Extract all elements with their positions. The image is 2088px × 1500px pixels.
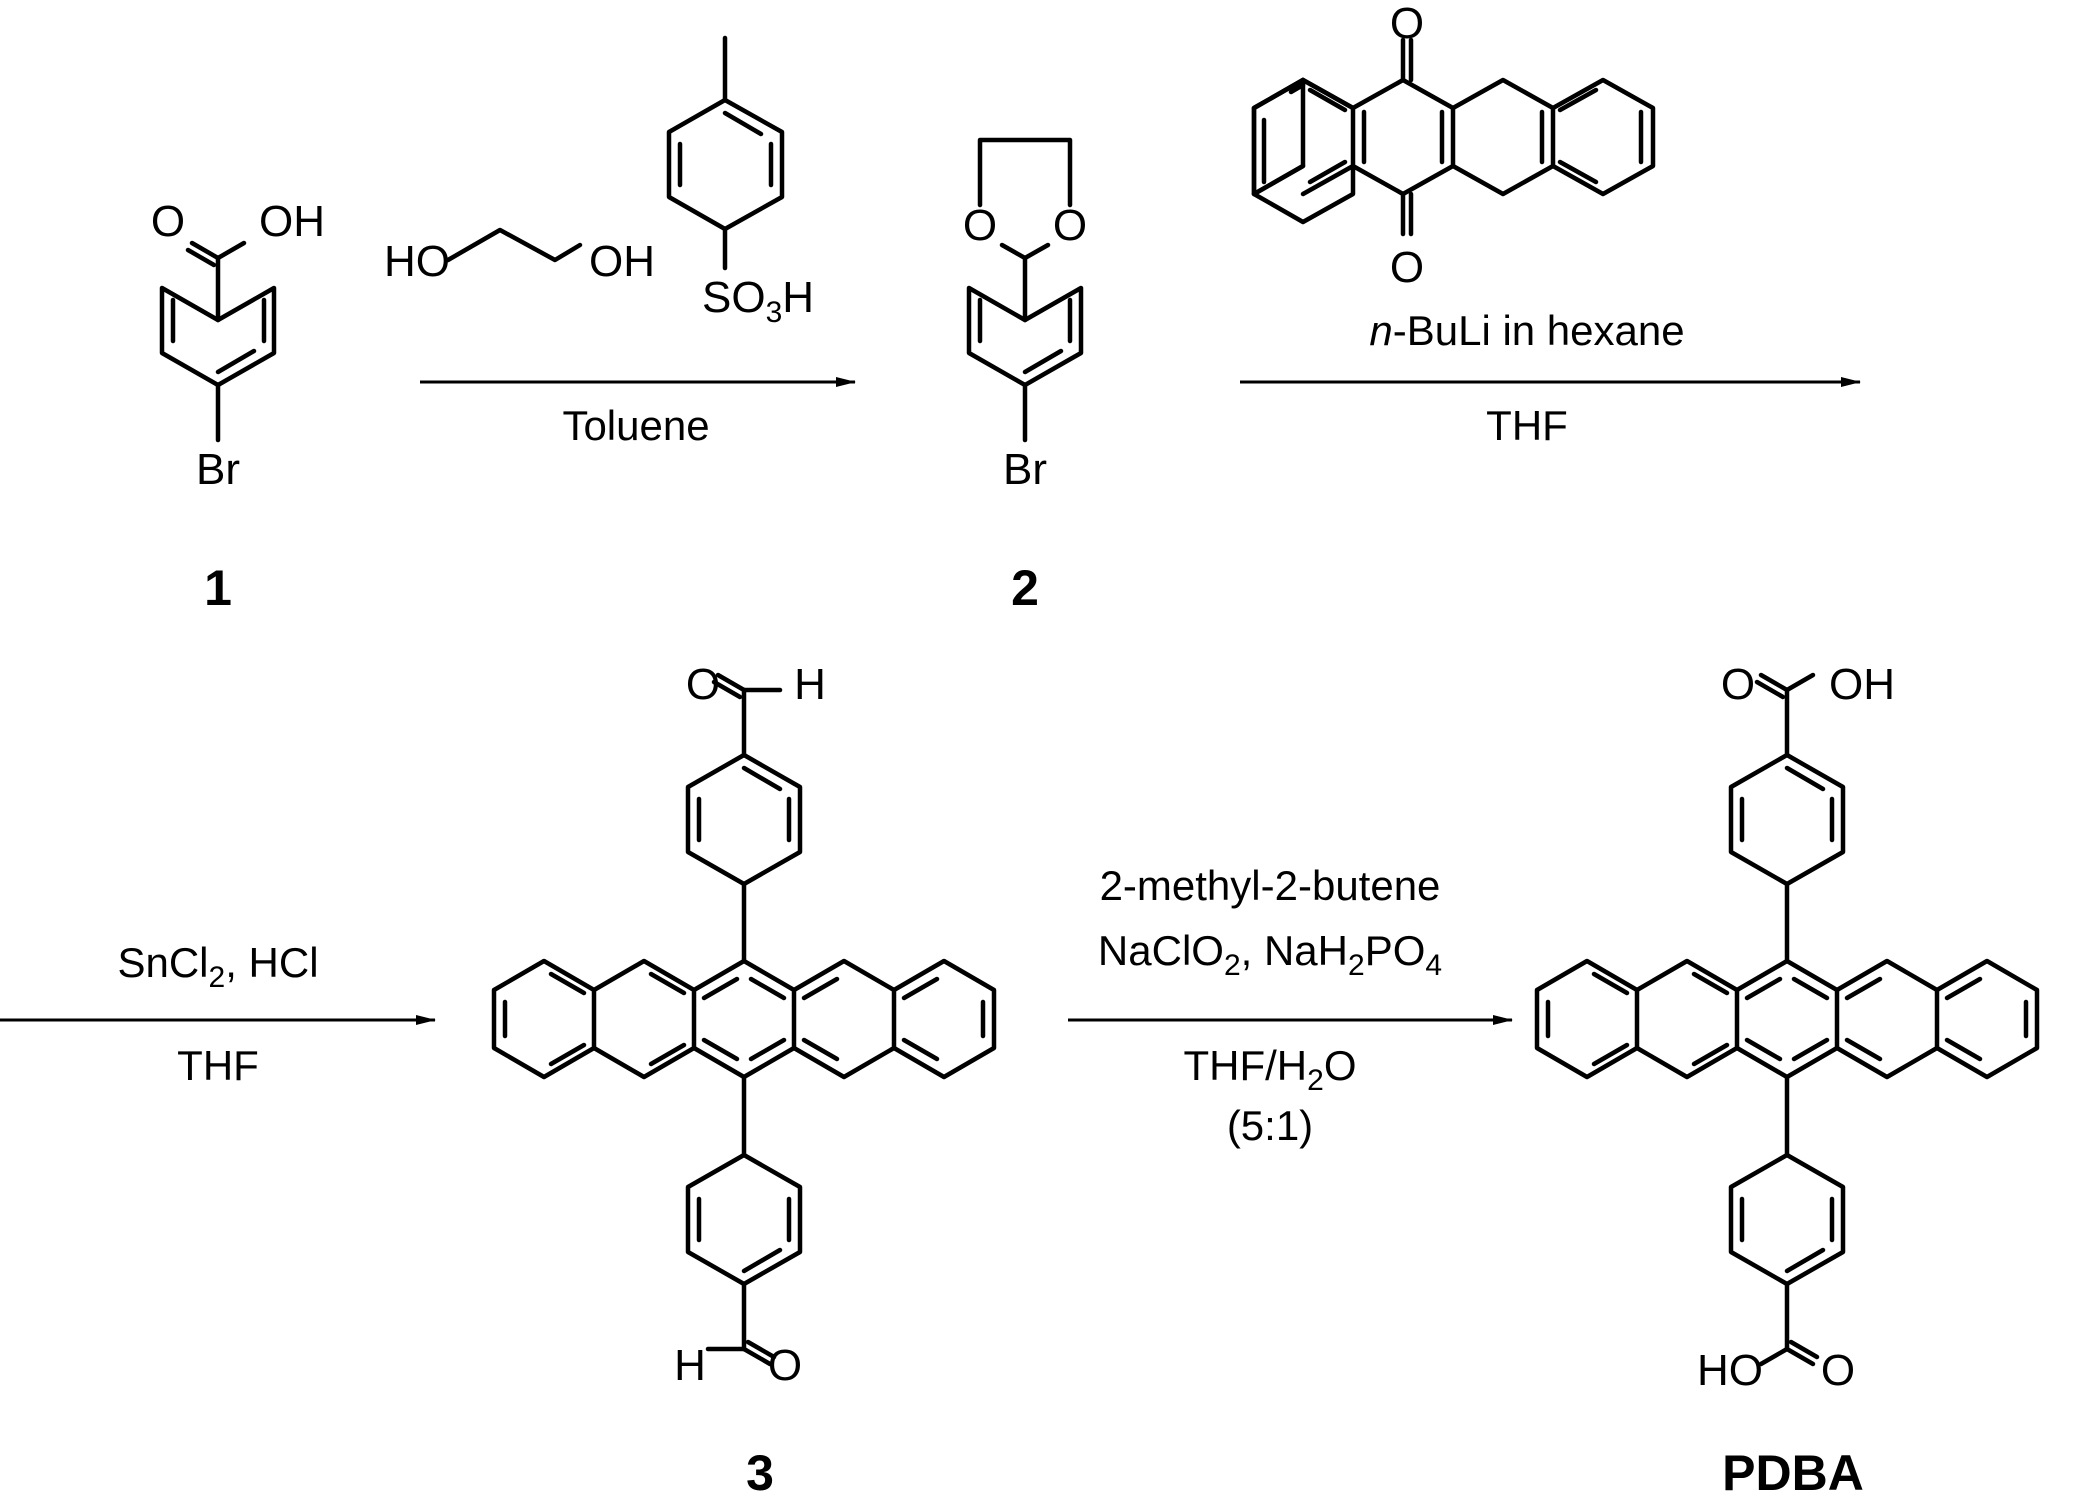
pentacenequinone-structure: O O [1251, 0, 1656, 292]
atom-o: O [151, 197, 185, 246]
atom-o: O [686, 660, 720, 709]
atom-so3h: SO3H [702, 273, 814, 329]
atom-ho: HO [384, 237, 450, 286]
atom-o: O [963, 201, 997, 250]
atom-o: O [1390, 243, 1424, 292]
atom-oh: OH [1829, 660, 1895, 709]
step4-reagent-2: NaClO2, NaH2PO4 [1098, 927, 1442, 982]
pdba-structure: O OH O HO [1534, 660, 2040, 1395]
atom-o: O [1390, 0, 1424, 48]
atom-oh: OH [259, 197, 325, 246]
atom-o: O [768, 1341, 802, 1390]
step3-reagent: SnCl2, HCl [117, 939, 318, 994]
step2-reagent: n-BuLi in hexane [1369, 307, 1684, 354]
atom-ho: HO [1697, 1346, 1763, 1395]
atom-o: O [1721, 660, 1755, 709]
compound-1-label: 1 [204, 560, 232, 616]
step4-reagent-1: 2-methyl-2-butene [1100, 862, 1441, 909]
pdba-label: PDBA [1722, 1445, 1864, 1500]
compound-3-label: 3 [746, 1445, 774, 1500]
step2-solvent: THF [1486, 402, 1568, 449]
atom-br: Br [1003, 445, 1047, 494]
compound-3-structure: O H O H [491, 660, 997, 1390]
step3-solvent: THF [177, 1042, 259, 1089]
atom-br: Br [196, 445, 240, 494]
step1-solvent: Toluene [562, 402, 709, 449]
atom-o: O [1821, 1346, 1855, 1395]
compound-2-label: 2 [1011, 560, 1039, 616]
atom-o: O [1053, 201, 1087, 250]
step4-solvent: THF/H2O [1183, 1042, 1356, 1097]
atom-oh: OH [589, 237, 655, 286]
atom-h: H [674, 1341, 706, 1390]
step4-ratio: (5:1) [1227, 1102, 1313, 1149]
atom-h: H [794, 660, 826, 709]
compound-2-structure: O O Br [963, 137, 1087, 494]
ethylene-glycol-structure: HO OH [384, 227, 655, 286]
compound-1-structure: O OH Br [151, 197, 325, 494]
ptsoh-structure: SO3H [666, 35, 814, 329]
